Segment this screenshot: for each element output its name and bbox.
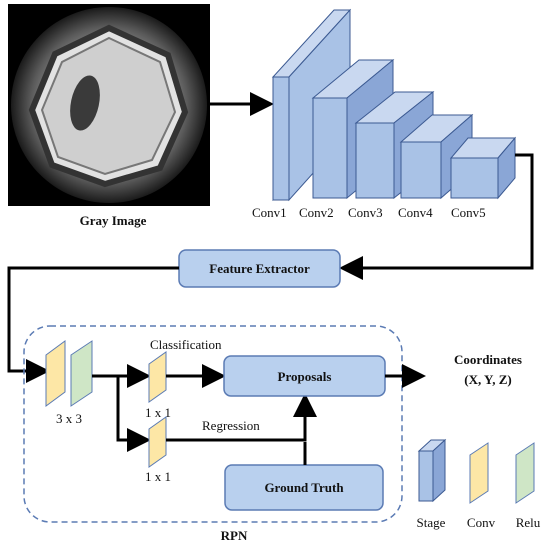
legend: Stage Conv Relu — [417, 438, 541, 530]
rpn-relu-3x3 — [70, 340, 93, 407]
arrow-3x3-to-reg — [116, 376, 151, 452]
conv-stage-5 — [449, 136, 517, 200]
gray-image-caption: Gray Image — [80, 213, 147, 228]
legend-conv-label: Conv — [467, 515, 496, 530]
ground-truth-label: Ground Truth — [264, 480, 344, 495]
arrow-conv5-to-feature-extractor — [339, 153, 534, 280]
feature-extractor-label: Feature Extractor — [209, 261, 310, 276]
conv3-label: Conv3 — [348, 205, 383, 220]
conv4-label: Conv4 — [398, 205, 433, 220]
legend-stage-icon — [417, 438, 447, 503]
rpn-title: RPN — [221, 528, 248, 543]
legend-conv-icon — [469, 442, 489, 504]
conv1-label: Conv1 — [252, 205, 287, 220]
legend-relu-label: Relu — [516, 515, 541, 530]
rpn-conv-reg-label: 1 x 1 — [145, 469, 171, 484]
conv5-label: Conv5 — [451, 205, 486, 220]
rpn-conv-reg — [148, 416, 167, 468]
rpn-conv-cls — [148, 351, 167, 403]
legend-stage-label: Stage — [417, 515, 446, 530]
output-coordinates-xyz: (X, Y, Z) — [464, 372, 511, 387]
regression-label: Regression — [202, 418, 260, 433]
rpn-conv-3x3 — [45, 340, 66, 407]
rpn-container — [23, 325, 403, 523]
conv2-label: Conv2 — [299, 205, 334, 220]
rpn-conv-cls-label: 1 x 1 — [145, 405, 171, 420]
output-coordinates-title: Coordinates — [454, 352, 522, 367]
arrow-feature-extractor-to-rpn — [7, 266, 179, 383]
rpn-conv-3x3-label: 3 x 3 — [56, 411, 82, 426]
arrow-reg-to-proposals — [166, 393, 317, 442]
classification-label: Classification — [150, 337, 222, 352]
proposals-label: Proposals — [278, 369, 332, 384]
legend-relu-icon — [515, 442, 535, 504]
gray-image — [8, 4, 210, 206]
